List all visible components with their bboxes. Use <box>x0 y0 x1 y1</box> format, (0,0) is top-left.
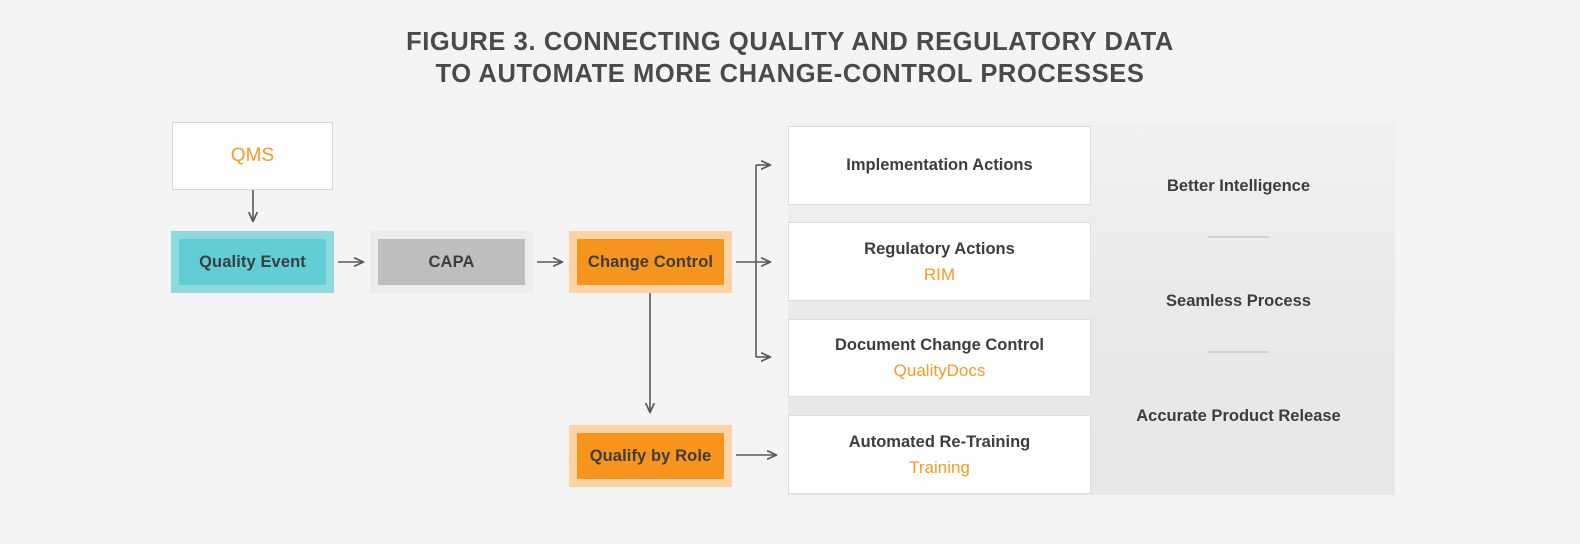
flow-node-capa-label: CAPA <box>378 239 525 285</box>
page-title: Figure 3. Connecting Quality and Regulat… <box>0 26 1580 90</box>
outcome-card-title: Implementation Actions <box>846 156 1033 174</box>
benefit-accurate-product-release: Accurate Product Release <box>1136 407 1341 425</box>
outcome-card-document-change-control[interactable]: Document Change Control QualityDocs <box>788 319 1091 397</box>
outcome-card-app: Training <box>909 457 970 477</box>
outcome-card-app: RIM <box>923 264 956 284</box>
flow-node-qms[interactable]: QMS <box>172 122 333 190</box>
flow-node-qms-label: QMS <box>230 145 275 166</box>
flow-node-capa[interactable]: CAPA <box>370 231 533 293</box>
benefit-seamless-process: Seamless Process <box>1166 292 1311 310</box>
flow-node-qualify-by-role-label: Qualify by Role <box>577 433 724 479</box>
outcome-card-regulatory-actions[interactable]: Regulatory Actions RIM <box>788 222 1091 301</box>
benefit-divider <box>1208 236 1269 238</box>
outcome-card-app: QualityDocs <box>893 361 986 380</box>
flow-node-quality-event-label: Quality Event <box>179 239 326 285</box>
flow-node-qualify-by-role[interactable]: Qualify by Role <box>569 425 732 487</box>
outcome-card-implementation-actions[interactable]: Implementation Actions <box>788 126 1091 205</box>
outcome-card-title: Automated Re-Training <box>848 432 1031 451</box>
benefit-better-intelligence: Better Intelligence <box>1166 177 1311 195</box>
benefit-divider <box>1208 351 1269 353</box>
outcome-card-automated-re-training[interactable]: Automated Re-Training Training <box>788 415 1091 494</box>
flow-node-quality-event[interactable]: Quality Event <box>171 231 334 293</box>
outcome-card-title: Regulatory Actions <box>864 239 1015 258</box>
page-title-line-1: Figure 3. Connecting Quality and Regulat… <box>406 28 1174 56</box>
flow-node-change-control-label: Change Control <box>577 239 724 285</box>
flow-node-change-control[interactable]: Change Control <box>569 231 732 293</box>
outcome-card-title: Document Change Control <box>835 336 1044 354</box>
page-title-line-2: to Automate More Change-Control Processe… <box>435 60 1145 88</box>
